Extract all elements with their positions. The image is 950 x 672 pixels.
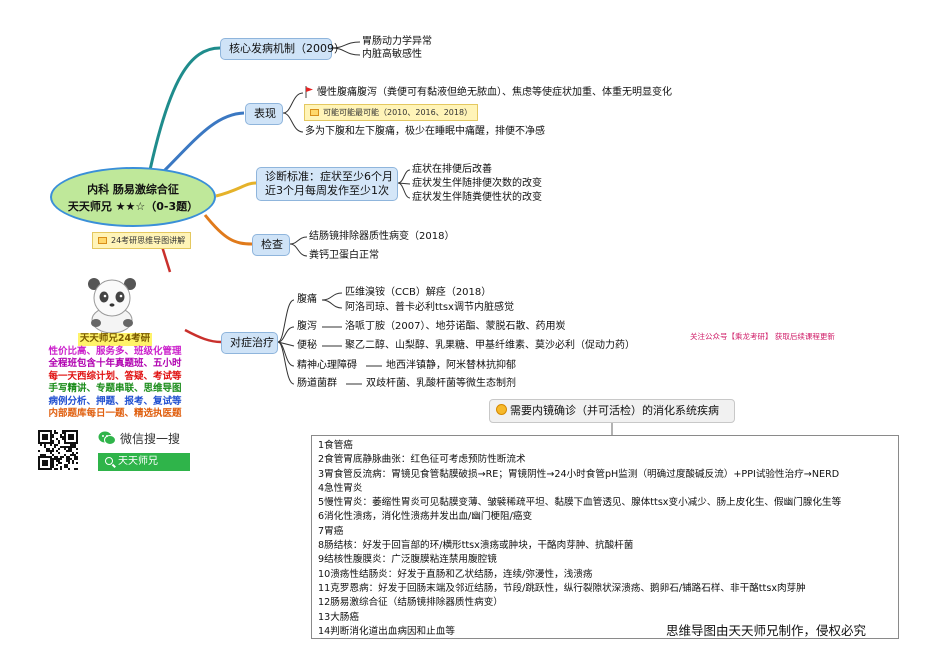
wechat-search-label: 微信搜一搜 [120,432,181,446]
panda-mascot [80,276,144,337]
promo-line: 全程班包含十年真题班、五小时 [48,358,182,369]
list-item: 9结核性腹膜炎：广泛腹膜粘连禁用腹腔镜 [318,554,497,566]
wechat-search-button[interactable]: 天天师兄 [98,453,190,471]
branch-mechanism[interactable]: 核心发病机制（2009） [220,38,345,60]
center-subtitle: 天天师兄 ★★☆（0-3题） [67,200,199,213]
list-item: 10溃疡性结肠炎：好发于直肠和乙状结肠，连续/弥漫性，浅溃疡 [318,568,593,580]
exam-item: 结肠镜排除器质性病变（2018） [309,231,455,242]
exam-item: 粪钙卫蛋白正常 [309,250,379,261]
branch-treatment[interactable]: 对症治疗 [221,332,278,354]
symptom-secondary: 多为下腹和左下腹痛，极少在睡眠中痛醒，排便不净感 [305,126,545,137]
promo-line: 手写精讲、专题串联、思维导图 [48,383,182,394]
treatment-diarrhea-text: 洛哌丁胺（2007）、地芬诺酯、蒙脱石散、药用炭 [345,321,566,332]
promo-block: 天天师兄24考研 性价比高、服务多、班级化管理 全程班包含十年真题班、五小时 每… [40,333,190,421]
promo-line: 性价比高、服务多、班级化管理 [48,345,182,357]
treatment-flora-label: 肠道菌群 [297,378,337,389]
list-item: 5慢性胃炎：萎缩性胃炎可见黏膜变薄、皱襞稀疏平坦、黏膜下血管透见、腺体ttsx变… [318,497,842,509]
center-tag: 24考研思维导图讲解 [92,232,192,249]
diagnosis-item: 症状发生伴随粪便性状的改变 [412,192,542,203]
treatment-pain-item: 阿洛司琼、普卡必利ttsx调节内脏感觉 [345,302,514,313]
symptom-tag: 可能可能最可能（2010、2016、2018） [304,104,479,121]
treatment-pain-label: 腹痛 [297,294,317,305]
treatment-psych-label: 精神心理障碍 [297,360,357,371]
treatment-diarrhea-label: 腹泻 [297,321,317,332]
list-item: 11克罗恩病：好发于回肠末端及邻近结肠，节段/跳跃性，纵行裂隙状深溃疡、鹅卵石/… [318,582,806,594]
disease-list: 1食管癌 2食管胃底静脉曲张：红色征可考虑预防性断流术 3胃食管反流病：胃镜见食… [311,435,899,639]
branch-symptoms[interactable]: 表现 [245,103,283,125]
treatment-constipation-label: 便秘 [297,340,317,351]
mechanism-item: 内脏高敏感性 [362,49,422,60]
search-icon [105,457,113,465]
flag-icon [305,86,314,98]
list-item: 8肠结核：好发于回盲部的环/横形ttsx溃疡或肿块，干酪肉芽肿、抗酸杆菌 [318,540,634,552]
calendar-icon [98,237,107,244]
center-title: 内科 肠易激综合征 [87,183,179,196]
treatment-constipation-text: 聚乙二醇、山梨醇、乳果糖、甲基纤维素、莫沙必利（促动力药） [345,340,635,351]
list-item: 3胃食管反流病：胃镜见食管黏膜破损→RE；胃镜阴性→24小时食管pH监测（明确过… [318,468,840,480]
diagnosis-item: 症状发生伴随排便次数的改变 [412,178,542,189]
list-item: 4急性胃炎 [318,482,363,494]
list-item: 7胃癌 [318,525,344,537]
center-topic[interactable]: 内科 肠易激综合征 天天师兄 ★★☆（0-3题） [50,167,216,227]
calendar-icon [310,109,319,116]
smile-icon [496,404,507,415]
branch-exam[interactable]: 检查 [252,234,290,256]
list-item: 13大肠癌 [318,611,359,623]
list-item: 12肠易激综合征（结肠镜排除器质性病变） [318,597,503,609]
treatment-flora-text: 双歧杆菌、乳酸杆菌等微生态制剂 [366,378,516,389]
copyright-note: 思维导图由天天师兄制作，侵权必究 [666,623,867,638]
list-item: 14判断消化道出血病因和止血等 [318,625,455,637]
list-item: 2食管胃底静脉曲张：红色征可考虑预防性断流术 [318,454,526,466]
branch-diagnosis[interactable]: 诊断标准：症状至少6个月 近3个月每周发作至少1次 [256,167,398,201]
treatment-psych-text: 地西泮镇静，阿米替林抗抑郁 [386,360,516,371]
diagnosis-item: 症状在排便后改善 [412,164,492,175]
list-item: 6消化性溃疡，消化性溃疡并发出血/幽门梗阻/癌变 [318,511,533,523]
promo-line: 病例分析、押题、报考、复试等 [48,395,182,407]
wechat-follow-note: 关注公众号【乘龙考研】 获取后续课程更新 [690,332,835,341]
mechanism-item: 胃肠动力学异常 [362,36,432,47]
promo-line: 每一天西综计划、答疑、考试等 [48,370,182,382]
wechat-icon [98,430,116,449]
endoscopy-note[interactable]: 需要内镜确诊（并可活检）的消化系统疾病 [489,399,735,423]
promo-title: 天天师兄24考研 [77,333,153,346]
list-item: 1食管癌 [318,440,353,451]
promo-line: 内部题库每日一题、精选执医题 [48,408,182,419]
symptom-main: 慢性腹痛腹泻（粪便可有黏液但绝无脓血）、焦虑等使症状加重、体重无明显变化 [317,87,672,98]
treatment-pain-item: 匹维溴铵（CCB）解痉（2018） [345,287,492,298]
qr-code [38,430,78,473]
